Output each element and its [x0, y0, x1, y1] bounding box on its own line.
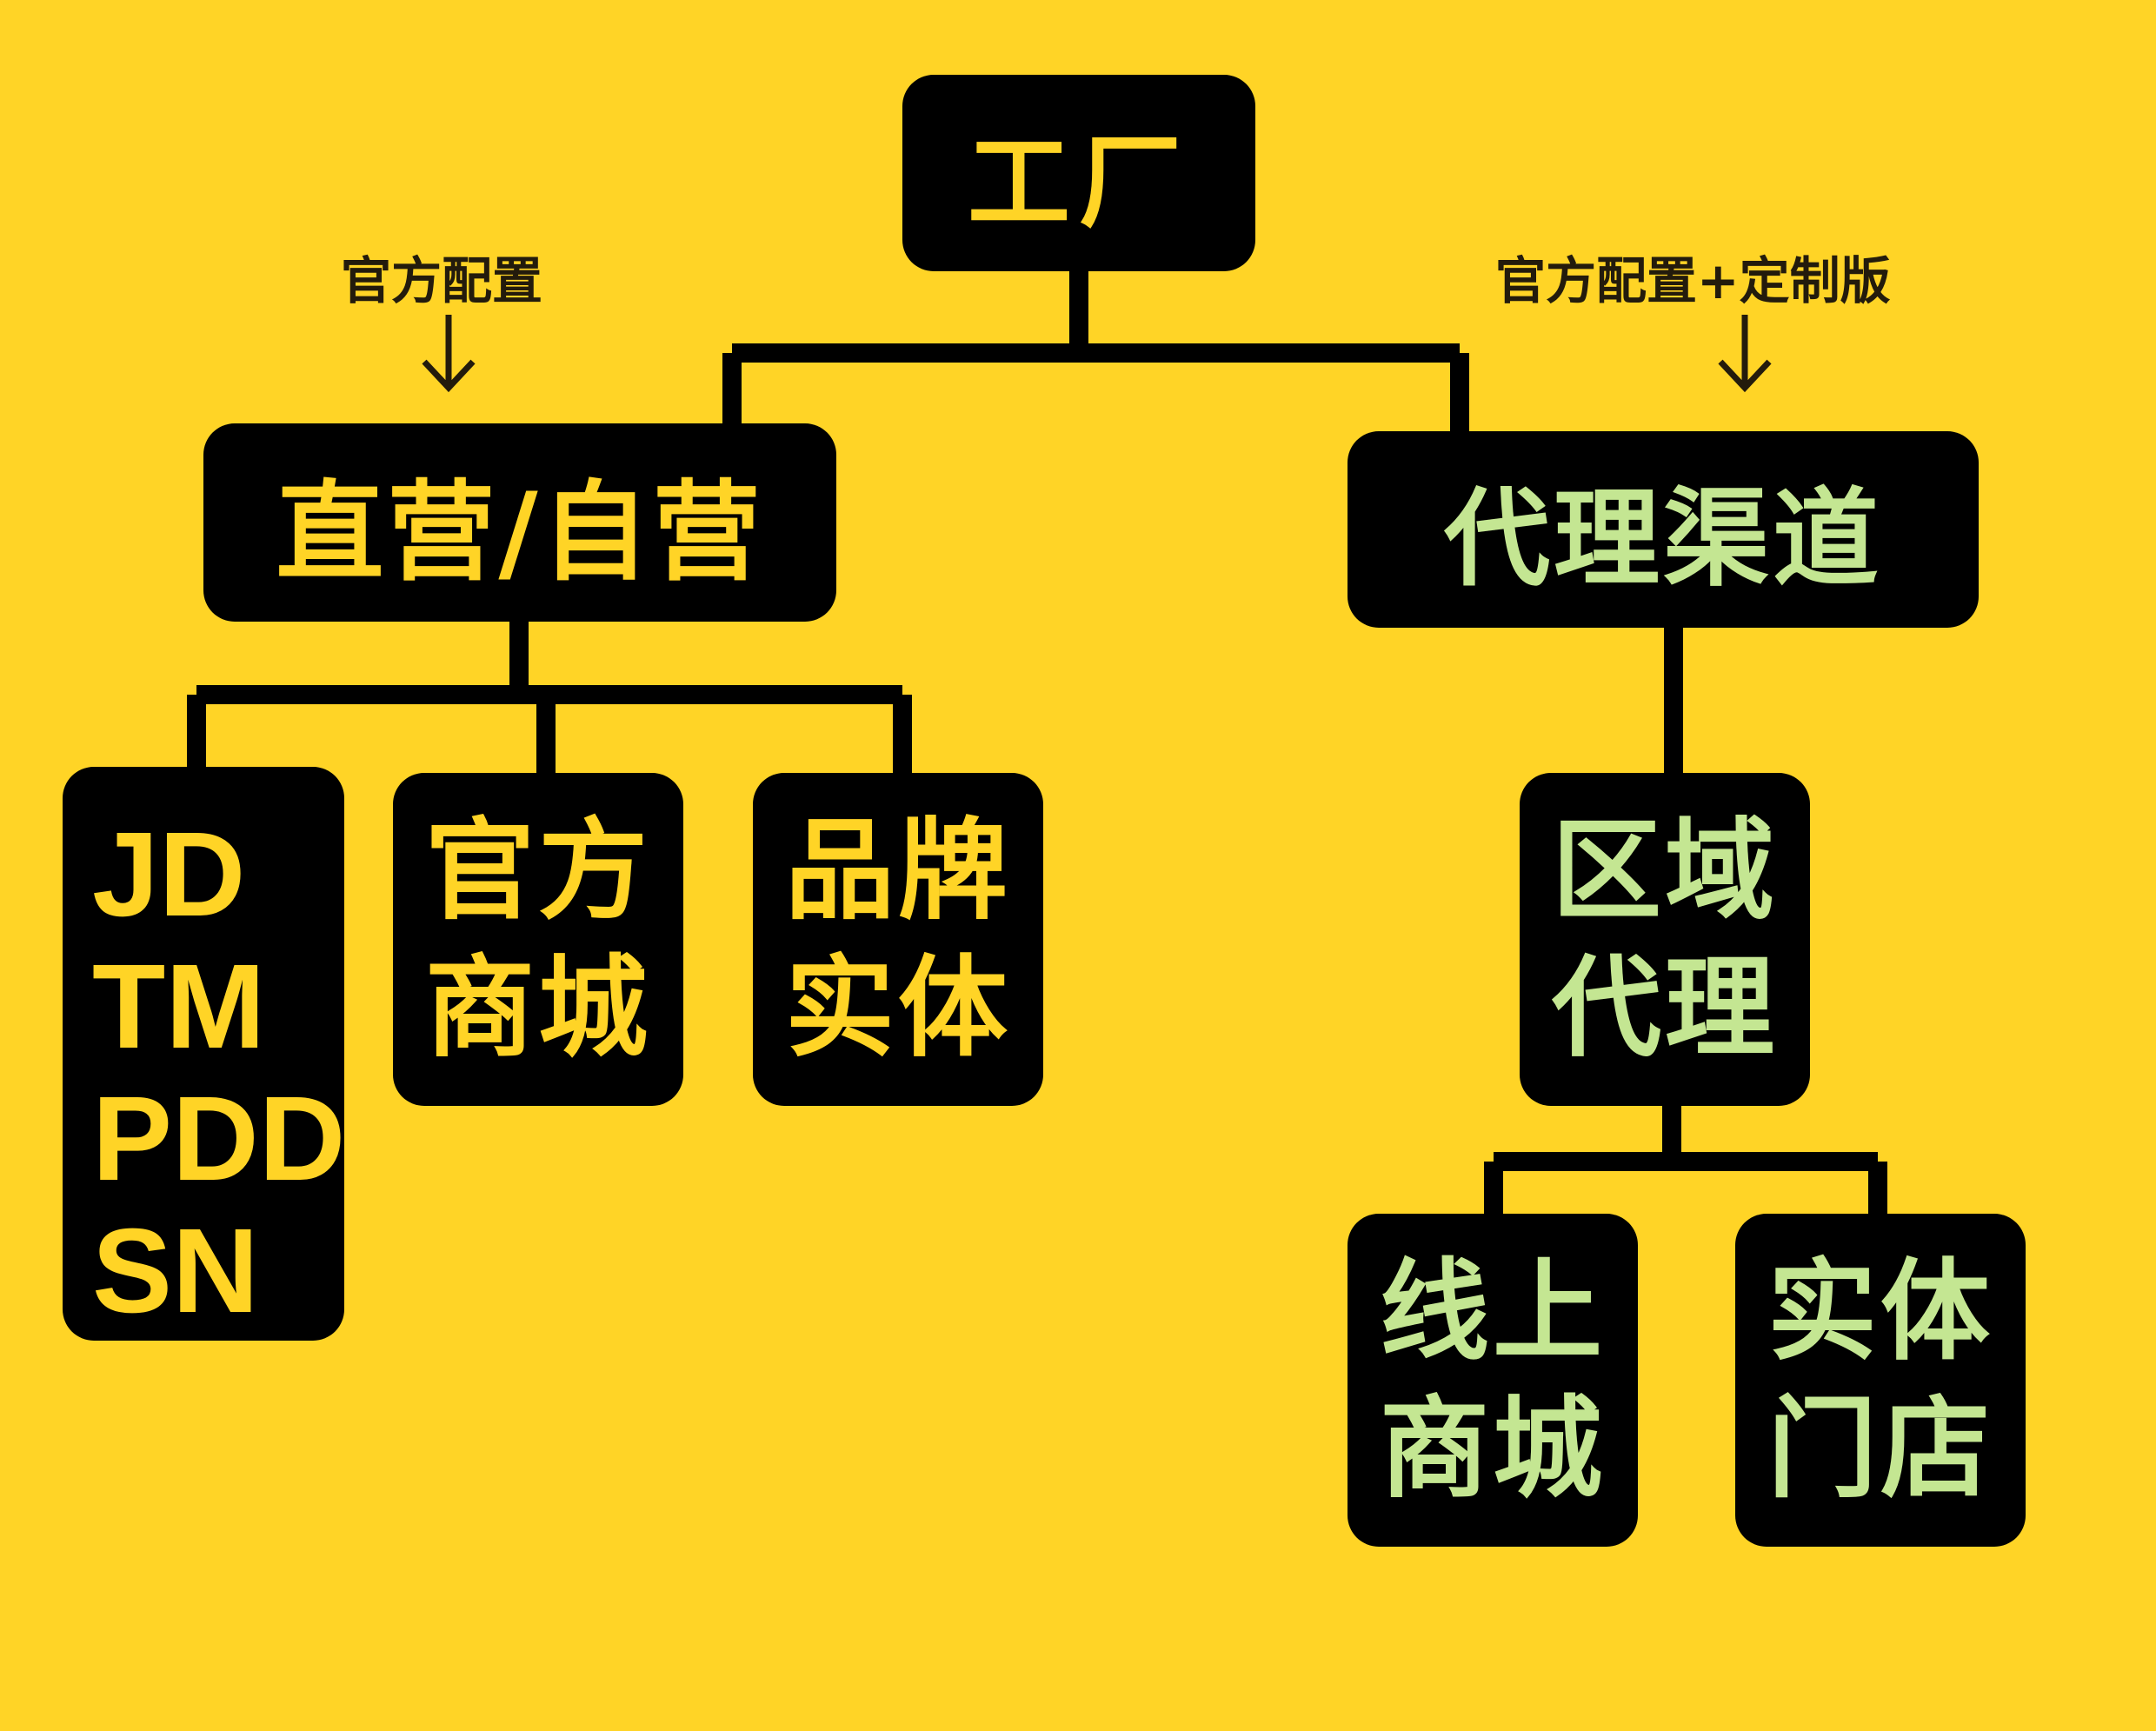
online-mall-line2: 商城 [1380, 1384, 1606, 1513]
arrow-down-icon [422, 315, 476, 393]
node-brand-store: 品牌 实体 [753, 773, 1043, 1106]
official-mall-line2: 商城 [425, 943, 651, 1072]
agent-channel-label: 代理渠道 [1444, 476, 1882, 601]
direct-sales-label: 直营/自营 [276, 470, 764, 596]
official-mall-line1: 官方 [425, 806, 651, 935]
brand-store-line2: 实体 [785, 943, 1011, 1072]
node-regional-agent: 区域 代理 [1520, 773, 1810, 1106]
node-agent-channel: 代理渠道 [1348, 431, 1979, 628]
root-node-factory: 工厂 [902, 75, 1255, 271]
arrow-down-icon [1718, 315, 1772, 393]
node-physical-store: 实体 门店 [1735, 1214, 2026, 1547]
online-mall-line1: 线上 [1380, 1247, 1606, 1375]
regional-agent-line2: 代理 [1552, 943, 1778, 1072]
annotation-left: 官方配置 [341, 251, 543, 310]
platform-pdd: PDD [92, 1072, 346, 1206]
node-official-mall: 官方 商城 [393, 773, 683, 1106]
platform-jd: JD [92, 808, 246, 942]
regional-agent-line1: 区域 [1552, 806, 1778, 935]
node-ecommerce-platforms: JD TM PDD SN [63, 767, 345, 1341]
platform-tm: TM [92, 940, 266, 1074]
brand-store-line1: 品牌 [785, 806, 1011, 935]
annotation-right: 官方配置+定制版 [1495, 251, 1891, 310]
node-online-mall: 线上 商城 [1348, 1214, 1638, 1547]
root-label: 工厂 [967, 122, 1190, 243]
platform-sn: SN [92, 1204, 259, 1338]
physical-store-line1: 实体 [1767, 1247, 1993, 1375]
platform-list: JD TM PDD SN [92, 809, 345, 1337]
physical-store-line2: 门店 [1767, 1384, 1993, 1513]
node-direct-sales: 直营/自营 [203, 423, 836, 622]
